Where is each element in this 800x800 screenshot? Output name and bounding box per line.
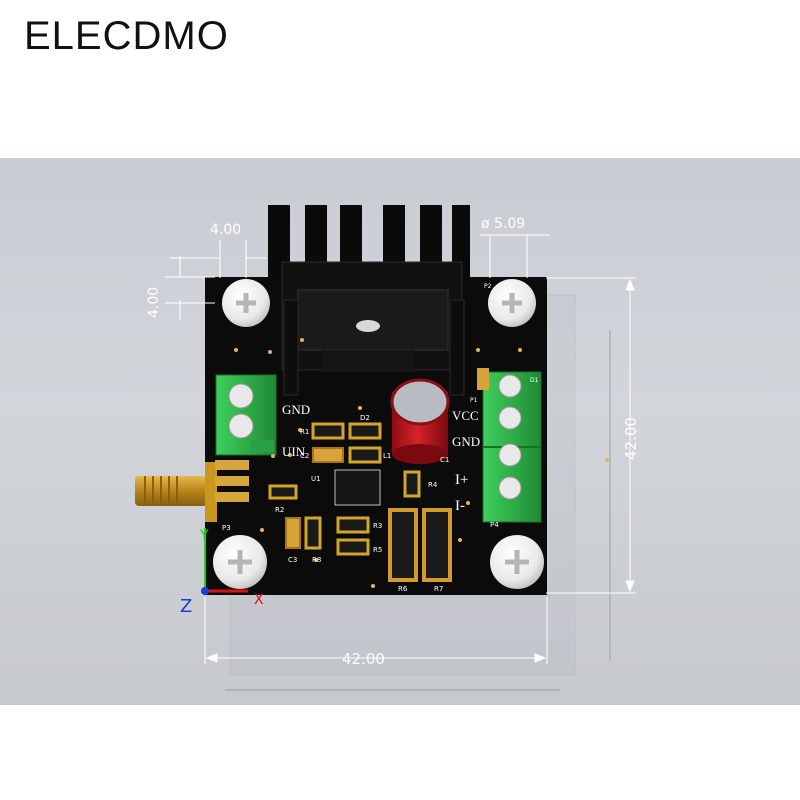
refdes-r7: R7 bbox=[434, 585, 443, 593]
dim-hole-offset-y: 4.00 bbox=[146, 287, 162, 318]
mounting-screw-bottom-right bbox=[490, 535, 544, 589]
dim-board-width: 42.00 bbox=[342, 650, 385, 668]
refdes-c2: C2 bbox=[300, 452, 309, 460]
label-gnd-left: GND bbox=[282, 402, 310, 417]
refdes-p2: P2 bbox=[484, 283, 492, 290]
refdes-r3: R3 bbox=[373, 522, 382, 530]
refdes-d1: D1 bbox=[530, 377, 539, 384]
label-gnd-right: GND bbox=[452, 434, 480, 449]
label-vcc: VCC bbox=[452, 408, 479, 423]
terminal-block-right bbox=[482, 371, 542, 523]
terminal-block-left bbox=[215, 374, 277, 456]
refdes-p3: P3 bbox=[222, 524, 231, 532]
mounting-screw-top-right bbox=[488, 279, 536, 327]
pcb-render: GND UIN VCC GND I+ I- R1 D2 C2 L1 U1 C1 … bbox=[135, 205, 640, 691]
dimension-lines bbox=[165, 234, 636, 664]
pcb-vias bbox=[234, 338, 609, 588]
axis-triad: Z X Y bbox=[180, 528, 264, 617]
silkscreen-labels: GND UIN VCC GND I+ I- R1 D2 C2 L1 U1 C1 … bbox=[222, 283, 539, 593]
mounting-screw-bottom-left bbox=[213, 535, 267, 589]
label-uin: UIN bbox=[282, 444, 306, 459]
dim-hole-diameter: ø 5.09 bbox=[481, 216, 525, 232]
sma-connector bbox=[135, 460, 249, 522]
refdes-p4: P4 bbox=[490, 521, 499, 529]
refdes-r8: R8 bbox=[312, 556, 321, 564]
refdes-u1: U1 bbox=[311, 475, 321, 483]
smd-components bbox=[268, 368, 489, 582]
refdes-r2: R2 bbox=[275, 506, 284, 514]
mounting-screw-top-left bbox=[222, 279, 270, 327]
refdes-c1: C1 bbox=[440, 456, 449, 464]
axis-y-label: Y bbox=[199, 528, 209, 544]
refdes-c3: C3 bbox=[288, 556, 297, 564]
electrolytic-capacitor bbox=[390, 378, 450, 464]
axis-x-label: X bbox=[254, 592, 264, 608]
axis-z-label: Z bbox=[180, 596, 192, 617]
refdes-l1: L1 bbox=[383, 452, 391, 460]
refdes-r5: R5 bbox=[373, 546, 382, 554]
dim-hole-offset-x: 4.00 bbox=[210, 222, 241, 238]
3d-viewport[interactable]: GND UIN VCC GND I+ I- R1 D2 C2 L1 U1 C1 … bbox=[0, 158, 800, 705]
brand-logo: ELECDMO bbox=[24, 14, 229, 58]
refdes-p1: P1 bbox=[470, 397, 478, 404]
refdes-r1: R1 bbox=[300, 428, 309, 436]
dimension-labels: 4.00 4.00 ø 5.09 42.00 42.00 bbox=[146, 216, 640, 668]
dim-board-height: 42.00 bbox=[622, 417, 640, 460]
label-i-plus: I+ bbox=[455, 472, 468, 488]
label-i-minus: I- bbox=[455, 498, 465, 514]
refdes-r4: R4 bbox=[428, 481, 438, 489]
heatsink-body bbox=[281, 261, 465, 396]
refdes-d2: D2 bbox=[360, 414, 370, 422]
refdes-r6: R6 bbox=[398, 585, 408, 593]
